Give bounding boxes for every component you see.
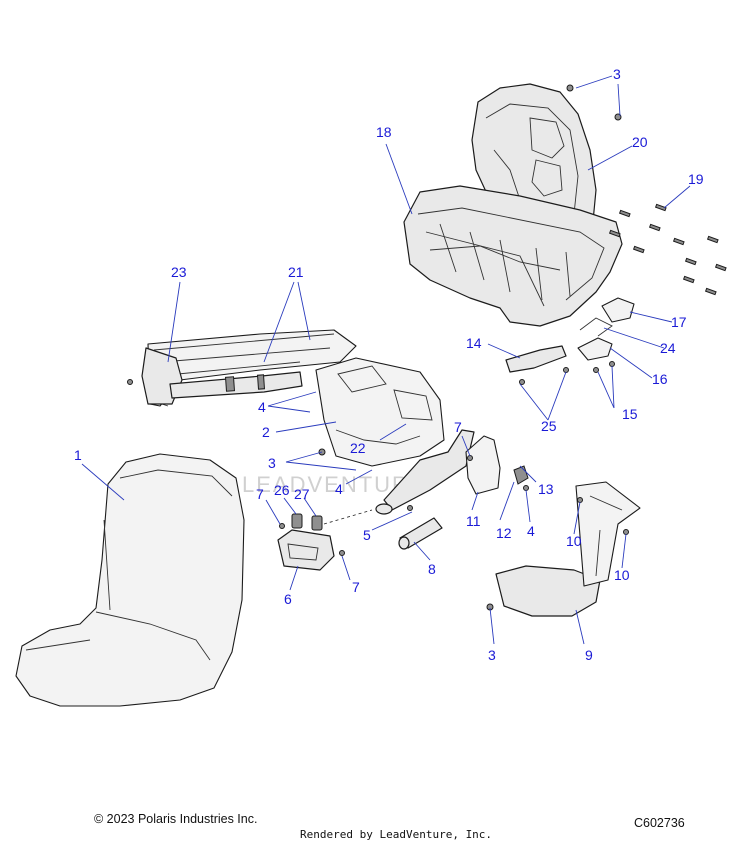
callout-12[interactable]: 12 <box>496 525 512 541</box>
part-7-screw-b[interactable] <box>339 550 345 556</box>
part-2-mounting-plate[interactable] <box>315 357 445 467</box>
part-15-screw-a[interactable] <box>593 367 599 373</box>
callout-6[interactable]: 6 <box>284 591 292 607</box>
callout-27[interactable]: 27 <box>294 486 310 502</box>
callout-17[interactable]: 17 <box>671 314 687 330</box>
part-14-latch-bracket[interactable] <box>505 345 567 373</box>
part-3-screw-a[interactable] <box>566 84 574 92</box>
part-7-screw-a[interactable] <box>279 523 285 529</box>
copyright-text: © 2023 Polaris Industries Inc. <box>94 812 258 826</box>
part-17-striker[interactable] <box>601 297 635 323</box>
part-16-latch-plate[interactable] <box>577 337 613 361</box>
callout-8[interactable]: 8 <box>428 561 436 577</box>
callout-24[interactable]: 24 <box>660 340 676 356</box>
part-25-screw-a[interactable] <box>519 379 525 385</box>
callout-4a[interactable]: 4 <box>258 399 266 415</box>
part-8-sleeve[interactable] <box>398 517 443 550</box>
callout-26[interactable]: 26 <box>274 482 290 498</box>
callout-25[interactable]: 25 <box>541 418 557 434</box>
callout-4c[interactable]: 4 <box>527 523 535 539</box>
callout-22[interactable]: 22 <box>350 440 366 456</box>
screw-23[interactable] <box>127 379 133 385</box>
callout-20[interactable]: 20 <box>632 134 648 150</box>
part-22-bent-tube[interactable] <box>383 429 475 511</box>
part-19-screws[interactable] <box>608 203 727 296</box>
rendered-by-text: Rendered by LeadVenture, Inc. <box>300 828 493 841</box>
callout-10b[interactable]: 10 <box>614 567 630 583</box>
part-25-screw-b[interactable] <box>563 367 569 373</box>
callout-19[interactable]: 19 <box>688 171 704 187</box>
part-9-lower-cover[interactable] <box>495 481 641 617</box>
callout-7c[interactable]: 7 <box>454 419 462 435</box>
callout-3b[interactable]: 3 <box>268 455 276 471</box>
callout-3a[interactable]: 3 <box>613 66 621 82</box>
callout-numbers: 1 2 3 3 3 4 4 4 5 6 7 7 7 8 9 10 10 11 1… <box>74 66 704 663</box>
washer-5[interactable] <box>407 505 413 511</box>
callout-13[interactable]: 13 <box>538 481 554 497</box>
callout-1[interactable]: 1 <box>74 447 82 463</box>
leader-lines <box>81 75 691 645</box>
part-18-seat-base[interactable] <box>403 185 623 327</box>
part-7-screw-c[interactable] <box>467 455 473 461</box>
callout-3c[interactable]: 3 <box>488 647 496 663</box>
callout-9[interactable]: 9 <box>585 647 593 663</box>
part-6-switch-housing[interactable] <box>277 529 335 571</box>
callout-11[interactable]: 11 <box>466 513 481 529</box>
part-tube-assembly[interactable] <box>169 371 303 399</box>
part-10-nut-b[interactable] <box>623 529 629 535</box>
callout-10a[interactable]: 10 <box>566 533 582 549</box>
callout-7a[interactable]: 7 <box>256 486 264 502</box>
callout-4b[interactable]: 4 <box>335 481 343 497</box>
assembly-dash-line <box>323 509 373 525</box>
callout-5[interactable]: 5 <box>363 527 371 543</box>
part-27-switch[interactable] <box>311 515 323 531</box>
callout-7b[interactable]: 7 <box>352 579 360 595</box>
part-24-wire-clip[interactable] <box>579 317 613 337</box>
part-5-tube-end[interactable] <box>375 503 393 515</box>
callout-14[interactable]: 14 <box>466 335 482 351</box>
callout-2[interactable]: 2 <box>262 424 270 440</box>
part-3-screw-b[interactable] <box>614 113 622 121</box>
diagram-code: C602736 <box>634 816 685 830</box>
callout-21[interactable]: 21 <box>288 264 304 280</box>
part-4-nut[interactable] <box>523 485 529 491</box>
callout-18[interactable]: 18 <box>376 124 392 140</box>
callout-16[interactable]: 16 <box>652 371 668 387</box>
part-1-seat-cushion[interactable] <box>15 453 245 707</box>
part-26-switch[interactable] <box>291 513 303 529</box>
part-15-screw-b[interactable] <box>609 361 615 367</box>
part-12-clamp[interactable] <box>513 465 529 485</box>
callout-23[interactable]: 23 <box>171 264 187 280</box>
part-11-bracket[interactable] <box>465 435 501 495</box>
callout-15[interactable]: 15 <box>622 406 638 422</box>
part-10-nut-a[interactable] <box>577 497 583 503</box>
